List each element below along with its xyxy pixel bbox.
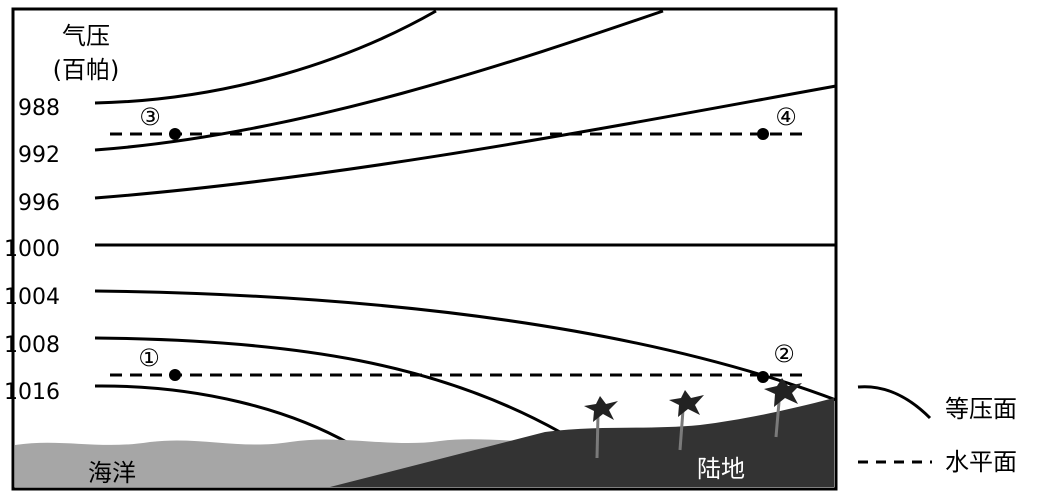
point-4-dot (757, 128, 769, 140)
point-1-dot (169, 369, 181, 381)
tick-label-988: 988 (18, 96, 60, 121)
legend: 等压面 水平面 (858, 387, 1017, 476)
legend-isobaric-symbol (858, 387, 930, 418)
point-2-dot (757, 371, 769, 383)
point-1-label: ① (138, 344, 160, 372)
axis-title-line1: 气压 (62, 22, 110, 50)
diagram-frame (13, 9, 836, 489)
point-4-label: ④ (775, 103, 797, 131)
tick-label-1000: 1000 (4, 237, 60, 262)
point-3-dot (169, 128, 181, 140)
tick-label-1008: 1008 (4, 333, 60, 358)
tick-label-996: 996 (18, 191, 60, 216)
legend-horizontal-label: 水平面 (945, 448, 1017, 476)
land-label: 陆地 (697, 455, 745, 483)
legend-isobaric-label: 等压面 (945, 395, 1017, 423)
point-3-label: ③ (139, 103, 161, 131)
axis-title-line2: (百帕) (53, 56, 120, 84)
point-2-label: ② (773, 340, 795, 368)
tick-label-1016: 1016 (4, 380, 60, 405)
tick-label-1004: 1004 (4, 285, 60, 310)
sea-label: 海洋 (88, 459, 136, 487)
tick-label-992: 992 (18, 143, 60, 168)
